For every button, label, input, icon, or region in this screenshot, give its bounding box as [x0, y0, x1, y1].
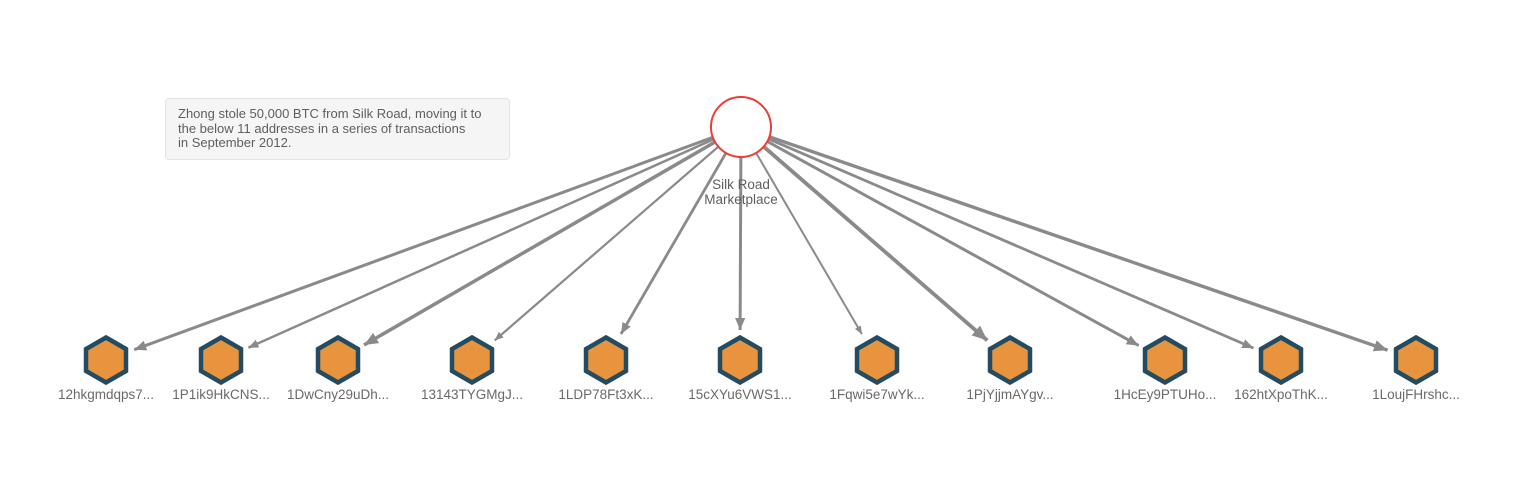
transaction-edge[interactable]: [247, 125, 742, 349]
hexagon-icon: [198, 335, 244, 385]
address-label: 1PjYjjmAYgv...: [966, 387, 1054, 402]
source-label-line: Marketplace: [704, 192, 778, 207]
hexagon-icon: [1393, 335, 1439, 385]
transaction-edge[interactable]: [735, 126, 746, 331]
address-label: 12hkgmdqps7...: [57, 387, 155, 402]
address-label: 1DwCny29uDh...: [286, 387, 390, 402]
address-label: 1LDP78Ft3xK...: [558, 387, 654, 402]
address-label: 1LoujFHrshc...: [1372, 387, 1460, 402]
address-label: 1Fqwi5e7wYk...: [829, 387, 925, 402]
annotation-box[interactable]: Zhong stole 50,000 BTC from Silk Road, m…: [165, 98, 510, 160]
address-label: 162htXpoThK...: [1234, 387, 1328, 402]
source-label-line: Silk Road: [712, 177, 770, 192]
transaction-edge[interactable]: [493, 126, 742, 342]
transaction-edge[interactable]: [739, 125, 989, 342]
transaction-edge[interactable]: [740, 126, 863, 335]
transaction-edge[interactable]: [619, 126, 743, 335]
transaction-edge[interactable]: [740, 125, 1140, 347]
bitcoin-address-node[interactable]: 1LDP78Ft3xK...: [546, 335, 666, 402]
transaction-edge[interactable]: [363, 125, 742, 347]
annotation-text-line: Zhong stole 50,000 BTC from Silk Road, m…: [178, 106, 482, 121]
bitcoin-address-node[interactable]: 1DwCny29uDh...: [278, 335, 398, 402]
hexagon-icon: [583, 335, 629, 385]
hexagon-icon: [717, 335, 763, 385]
bitcoin-address-node[interactable]: 1Fqwi5e7wYk...: [817, 335, 937, 402]
annotation-text-line: in September 2012.: [178, 135, 292, 150]
transaction-edge[interactable]: [740, 125, 1389, 352]
silk-road-marketplace-label: Silk Road Marketplace: [666, 177, 816, 207]
bitcoin-address-node[interactable]: 12hkgmdqps7...: [46, 335, 166, 402]
address-label: 15cXYu6VWS1...: [688, 387, 792, 402]
silk-road-marketplace-node[interactable]: [710, 96, 772, 158]
address-label: 13143TYGMgJ...: [420, 387, 524, 402]
bitcoin-address-node[interactable]: 162htXpoThK...: [1221, 335, 1341, 402]
bitcoin-address-node[interactable]: 13143TYGMgJ...: [412, 335, 532, 402]
address-label: 1P1ik9HkCNS...: [172, 387, 270, 402]
bitcoin-address-node[interactable]: 1PjYjjmAYgv...: [950, 335, 1070, 402]
hexagon-icon: [987, 335, 1033, 385]
transaction-edge[interactable]: [740, 125, 1255, 350]
hexagon-icon: [854, 335, 900, 385]
transaction-edge[interactable]: [133, 125, 742, 352]
hexagon-icon: [449, 335, 495, 385]
address-label: 1HcEy9PTUHo...: [1113, 387, 1217, 402]
hexagon-icon: [315, 335, 361, 385]
bitcoin-address-node[interactable]: 1HcEy9PTUHo...: [1105, 335, 1225, 402]
bitcoin-address-node[interactable]: 1P1ik9HkCNS...: [161, 335, 281, 402]
hexagon-icon: [83, 335, 129, 385]
hexagon-icon: [1258, 335, 1304, 385]
bitcoin-address-node[interactable]: 15cXYu6VWS1...: [680, 335, 800, 402]
bitcoin-address-node[interactable]: 1LoujFHrshc...: [1356, 335, 1476, 402]
annotation-text-line: the below 11 addresses in a series of tr…: [178, 120, 466, 136]
hexagon-icon: [1142, 335, 1188, 385]
